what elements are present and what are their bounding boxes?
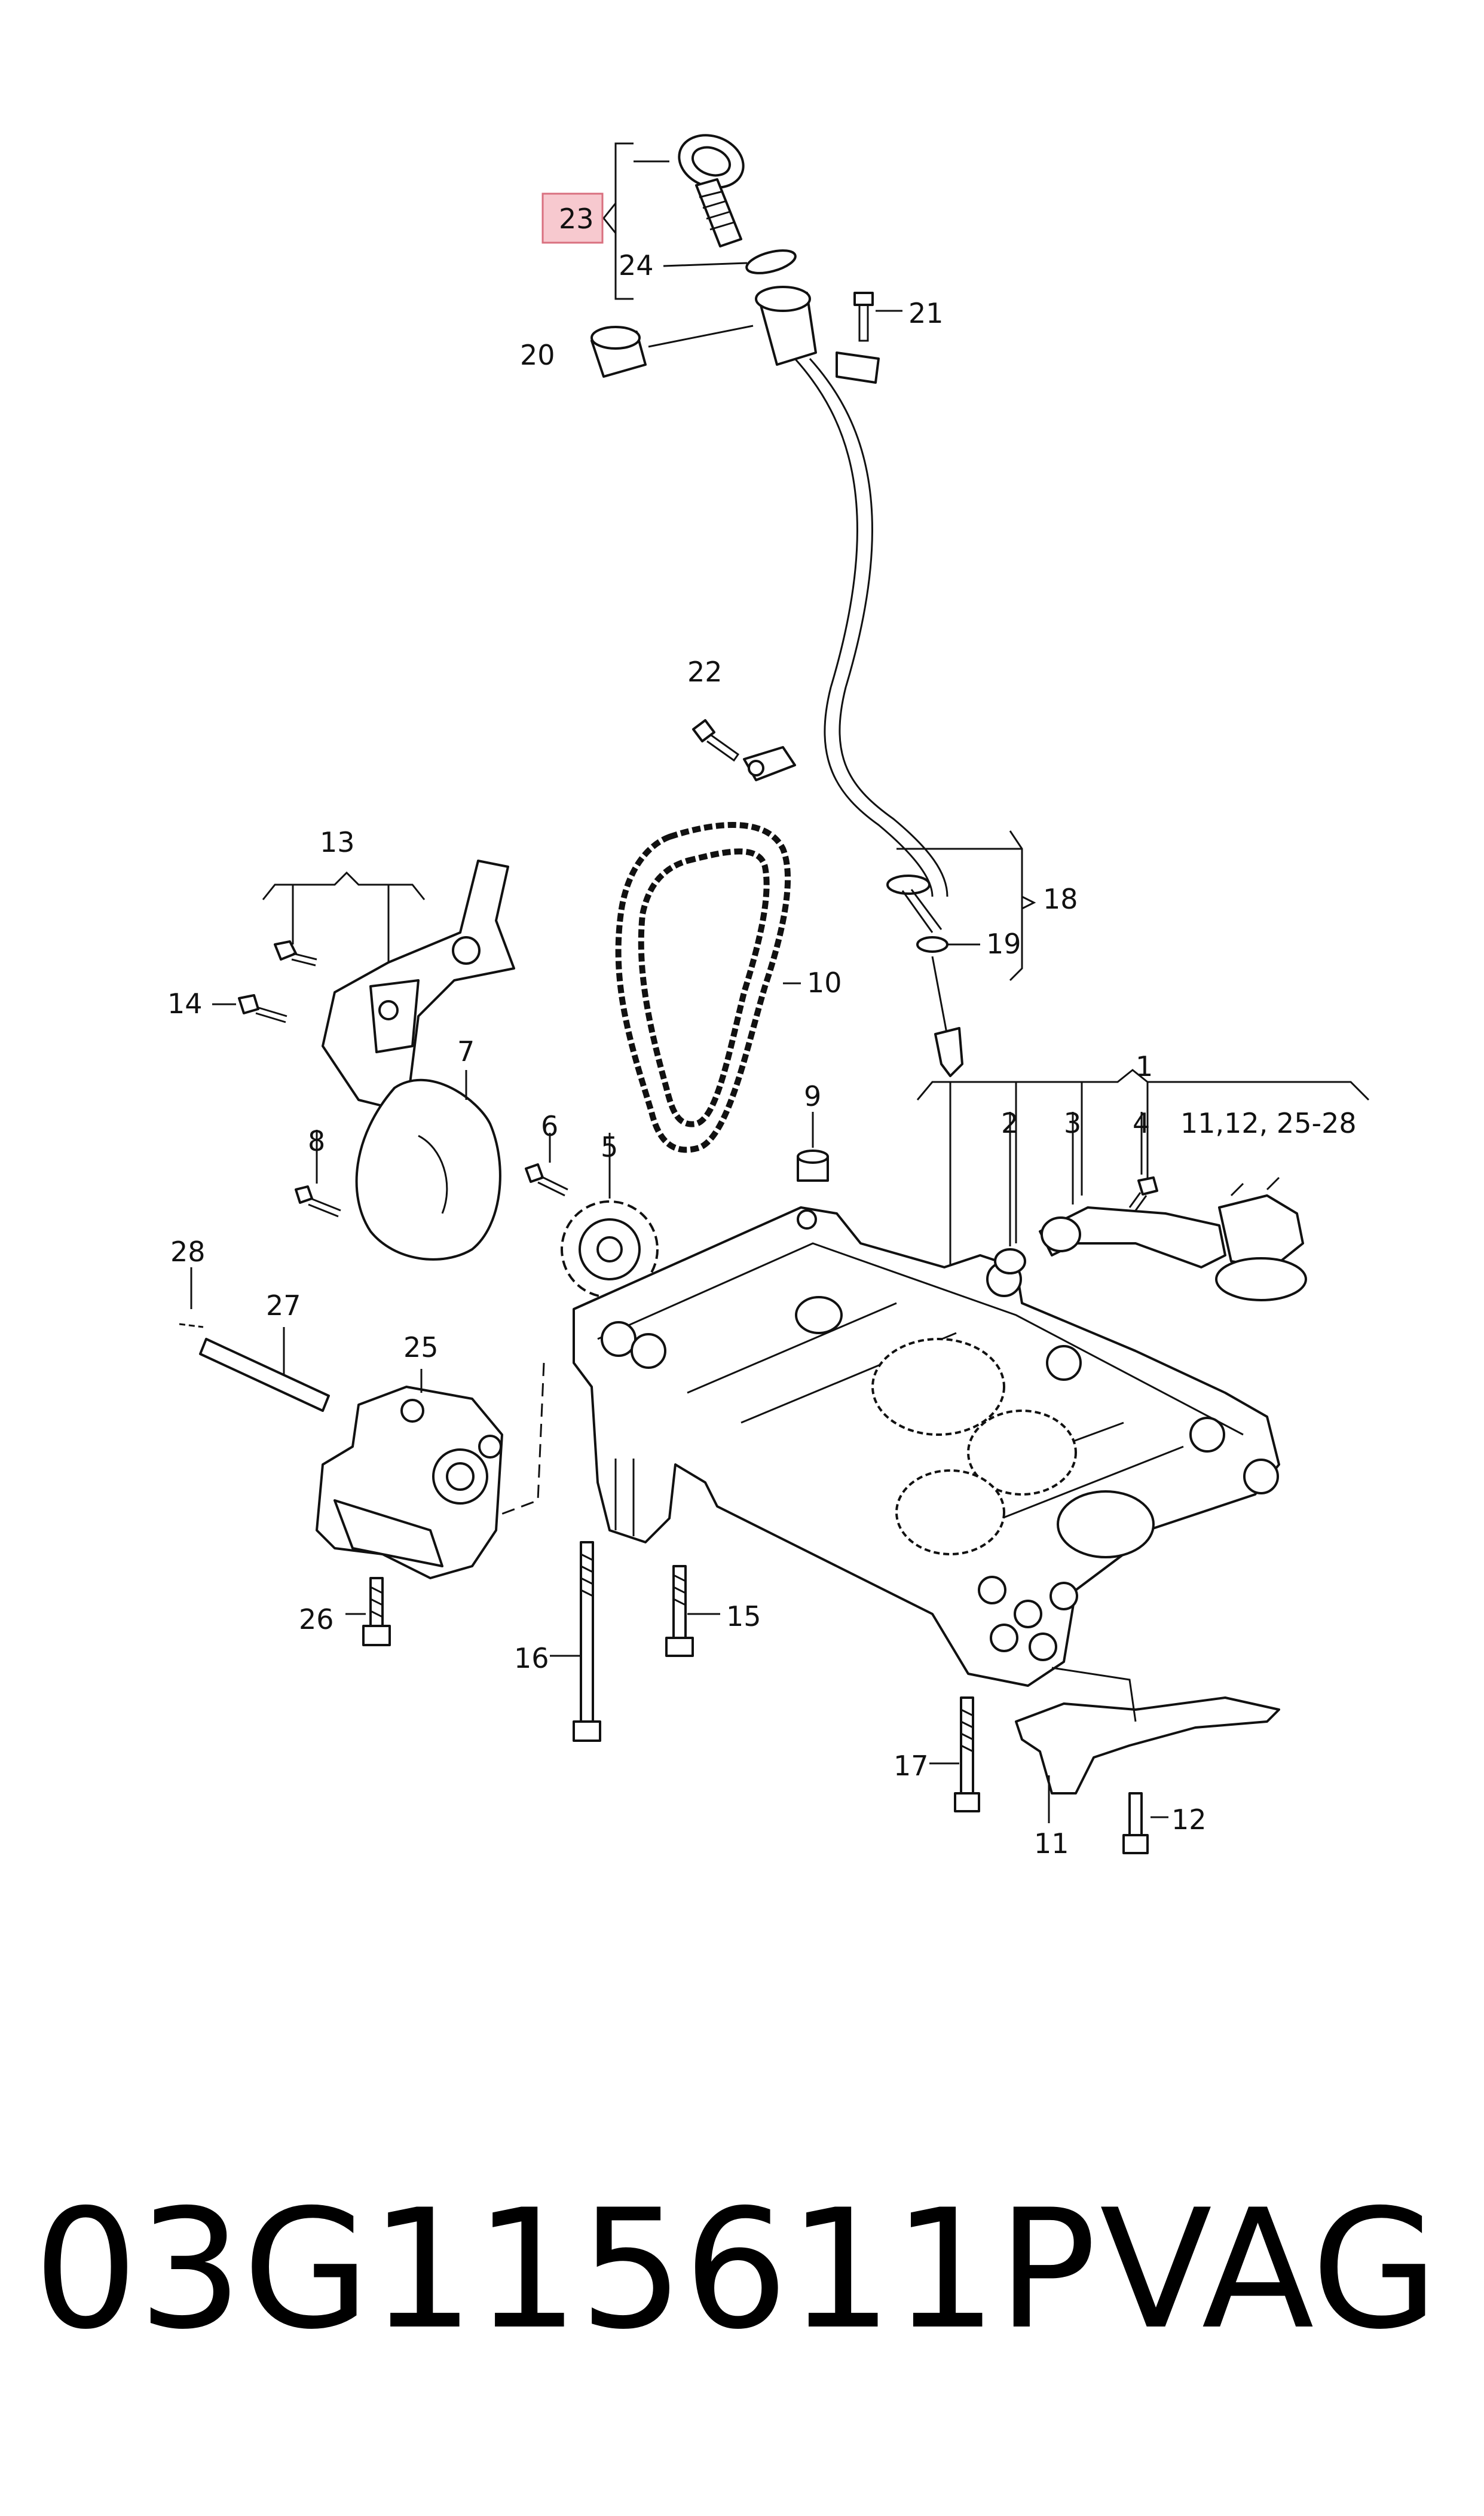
label-9: 9: [804, 1080, 821, 1112]
label-4: 4: [1133, 1107, 1150, 1139]
label-18: 18: [1043, 883, 1078, 915]
label-15: 15: [726, 1600, 761, 1633]
label-23: 23: [559, 203, 594, 235]
label-26: 26: [299, 1603, 334, 1635]
label-14: 14: [167, 988, 203, 1020]
label-10: 10: [807, 967, 842, 999]
balance-shaft-housing: [573, 1069, 1370, 1687]
label-25: 25: [403, 1331, 439, 1364]
label-12: 12: [1171, 1803, 1207, 1836]
label-8: 8: [308, 1125, 325, 1157]
label-4-note: 11,12, 25-28: [1180, 1107, 1357, 1139]
label-27: 27: [266, 1289, 301, 1322]
label-11: 11: [1034, 1827, 1069, 1860]
label-20: 20: [520, 339, 555, 371]
dipstick-assembly: [541, 134, 1036, 1077]
label-5: 5: [601, 1131, 618, 1163]
label-17: 17: [894, 1750, 929, 1782]
label-2: 2: [1001, 1107, 1018, 1139]
label-22: 22: [687, 656, 723, 688]
brand-name: VAG: [1100, 2174, 1439, 2365]
label-21: 21: [908, 297, 944, 329]
label-7: 7: [457, 1035, 475, 1068]
label-24: 24: [619, 249, 654, 282]
chain-cover: [355, 1070, 501, 1261]
label-6: 6: [541, 1110, 558, 1142]
housing-bolts: [489, 1362, 720, 1742]
part-number: 03G115611P: [33, 2174, 1097, 2365]
label-13: 13: [320, 826, 355, 858]
part-labels: 23 24 20 21 22 18 19 13 14 10 7 1 9 2 3 …: [167, 203, 1357, 1860]
return-pipe: [929, 1667, 1280, 1854]
tensioner-bracket: [212, 860, 515, 1113]
label-1: 1: [1136, 1050, 1153, 1083]
label-19: 19: [986, 928, 1021, 960]
label-3: 3: [1064, 1107, 1081, 1139]
oil-pump: [179, 1267, 503, 1646]
timing-chain: [615, 822, 801, 1153]
label-16: 16: [514, 1642, 549, 1674]
label-28: 28: [170, 1236, 206, 1268]
oil-pickup: [994, 1112, 1307, 1301]
highlight-box-23: [541, 192, 604, 244]
